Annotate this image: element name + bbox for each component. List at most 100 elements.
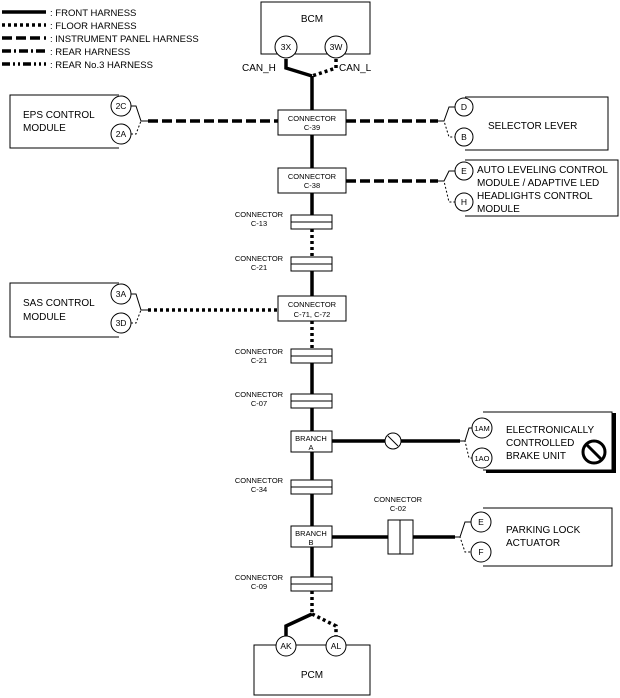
wire-parking-e — [455, 521, 472, 538]
bcm-pin-3x — [274, 35, 298, 59]
pcm-pin-al — [325, 635, 347, 657]
parking-lock-actuator: PARKING LOCK ACTUATOR E F — [470, 507, 613, 567]
eps-box — [9, 94, 119, 149]
selector-pin-d-label: D — [461, 102, 467, 112]
connector-c38: CONNECTOR C-38 — [277, 167, 347, 194]
selector-lever: SELECTOR LEVER D B — [454, 96, 609, 151]
auto-level-label-4: MODULE — [477, 204, 520, 215]
c71-label-2: C-71, C-72 — [294, 310, 331, 319]
can-l-label: CAN_L — [339, 63, 372, 74]
connector-c21b: CONNECTOR C-21 — [235, 347, 333, 365]
c07-label-1: CONNECTOR — [235, 390, 284, 399]
eps-label-2: MODULE — [23, 123, 66, 134]
wire-selector-b — [438, 120, 455, 138]
c07-label-2: C-07 — [251, 399, 267, 408]
legend-front-label: : FRONT HARNESS — [50, 8, 136, 19]
auto-leveling-module: AUTO LEVELING CONTROL MODULE / ADAPTIVE … — [454, 159, 619, 217]
bcm-label: BCM — [301, 14, 323, 25]
connector-c39: CONNECTOR C-39 — [277, 109, 347, 136]
wire-eps-2a — [131, 120, 148, 135]
parking-label-1: PARKING LOCK — [506, 525, 581, 536]
c09-label-1: CONNECTOR — [235, 573, 284, 582]
wire-sas-3a — [131, 293, 148, 311]
wire-selector-d — [438, 106, 455, 122]
wire-pcm-al — [311, 612, 338, 640]
connector-c34: CONNECTOR C-34 — [235, 476, 333, 495]
no-symbol-icon — [581, 439, 607, 465]
c39-label-1: CONNECTOR — [288, 114, 337, 123]
selector-pin-d — [454, 97, 474, 117]
pcm-box — [253, 644, 371, 696]
wire-pcm-ak — [284, 612, 313, 640]
c38-label-2: C-38 — [304, 181, 320, 190]
parking-box — [483, 507, 613, 567]
bcm-pin-3w — [324, 35, 348, 59]
eps-pin-2a-label: 2A — [116, 129, 127, 139]
wire-parking-f — [455, 536, 472, 553]
c71-label-1: CONNECTOR — [288, 300, 337, 309]
eps-pin-2c — [110, 95, 132, 117]
sas-label-1: SAS CONTROL — [23, 298, 95, 309]
wire-autolevel-h — [438, 180, 455, 203]
auto-level-pin-h-label: H — [461, 197, 467, 207]
eps-pin-2a — [110, 123, 132, 145]
bcm-pin-3w-label: 3W — [330, 42, 343, 52]
branch-b-label-1: BRANCH — [295, 529, 327, 538]
selector-label: SELECTOR LEVER — [488, 121, 577, 132]
bcm-module: BCM 3X 3W CAN_H CAN_L — [242, 1, 372, 74]
c09-label-2: C-09 — [251, 582, 267, 591]
parking-pin-e — [470, 511, 492, 533]
ebcu-pin-1ao — [471, 447, 493, 469]
pcm-pin-ak — [275, 635, 297, 657]
ebcu-box — [483, 411, 613, 471]
branch-a-label-2: A — [308, 443, 313, 452]
connector-c21a: CONNECTOR C-21 — [235, 254, 333, 272]
connector-c71-c72: CONNECTOR C-71, C-72 — [277, 295, 347, 322]
branch-a-label-1: BRANCH — [295, 434, 327, 443]
sas-module: SAS CONTROL MODULE 3A 3D — [9, 282, 132, 338]
c34-label-1: CONNECTOR — [235, 476, 284, 485]
pcm-pin-ak-label: AK — [280, 641, 292, 651]
auto-level-pin-e — [454, 161, 474, 181]
ebcu-pin-1am-label: 1AM — [474, 424, 489, 433]
wire-sas-3d — [131, 309, 148, 324]
auto-level-box — [465, 159, 619, 217]
wire-autolevel-e — [438, 170, 455, 182]
pcm-pin-al-label: AL — [331, 641, 342, 651]
connector-c02: CONNECTOR C-02 — [374, 495, 423, 555]
auto-level-label-1: AUTO LEVELING CONTROL — [477, 165, 608, 176]
auto-level-label-2: MODULE / ADAPTIVE LED — [477, 178, 599, 189]
branch-b: BRANCH B — [290, 525, 333, 548]
legend-rear3-label: : REAR No.3 HARNESS — [50, 60, 153, 71]
auto-level-pin-e-label: E — [461, 166, 467, 176]
wire-no-symbol-icon — [384, 432, 402, 450]
ebcu-pin-1am — [471, 417, 493, 439]
trunk-wiring — [284, 59, 338, 640]
c13-label-2: C-13 — [251, 219, 267, 228]
selector-box — [465, 96, 609, 151]
can-h-label: CAN_H — [242, 63, 276, 74]
connector-c07: CONNECTOR C-07 — [235, 390, 333, 409]
ebcu-label-2: CONTROLLED — [506, 438, 574, 449]
c21a-label-2: C-21 — [251, 263, 267, 272]
selector-pin-b — [454, 127, 474, 147]
ebcu-label-3: BRAKE UNIT — [506, 451, 566, 462]
eps-label-1: EPS CONTROL — [23, 110, 95, 121]
pcm-module: PCM AK AL — [253, 635, 371, 696]
c02-label-2: C-02 — [390, 504, 406, 513]
sas-label-2: MODULE — [23, 312, 66, 323]
c21b-label-1: CONNECTOR — [235, 347, 284, 356]
c13-label-1: CONNECTOR — [235, 210, 284, 219]
sas-pin-3a — [110, 283, 132, 305]
ebcu-label-1: ELECTRONICALLY — [506, 425, 595, 436]
ebcu-module: ELECTRONICALLY CONTROLLED BRAKE UNIT 1AM… — [471, 411, 616, 473]
sas-box — [9, 282, 119, 338]
bcm-pin-3x-label: 3X — [281, 42, 292, 52]
legend-rear-label: : REAR HARNESS — [50, 47, 130, 58]
wire-can-h — [284, 59, 313, 78]
parking-pin-f-label: F — [478, 547, 483, 557]
auto-level-label-3: HEADLIGHTS CONTROL — [477, 191, 593, 202]
eps-pin-2c-label: 2C — [116, 101, 127, 111]
parking-pin-f — [470, 541, 492, 563]
